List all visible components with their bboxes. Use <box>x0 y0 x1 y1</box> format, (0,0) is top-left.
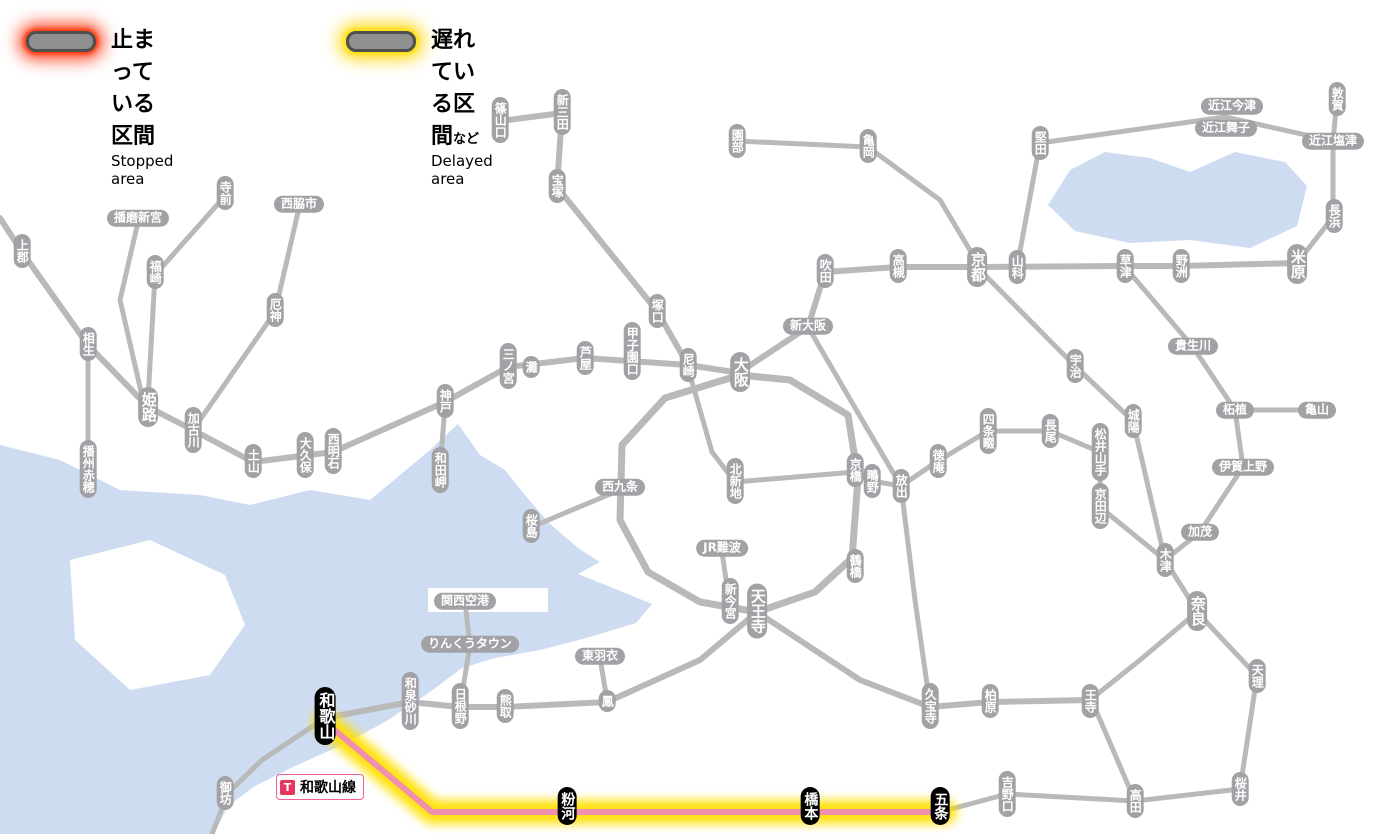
delayed-line-sample-icon <box>346 31 416 52</box>
rail-line <box>190 205 302 433</box>
rail-line <box>597 655 610 703</box>
rail-line <box>1092 705 1138 804</box>
rail-line <box>117 219 146 403</box>
rail-line <box>1014 114 1336 270</box>
rail-line <box>734 138 980 265</box>
line-symbol-icon: T <box>280 779 295 795</box>
legend-stopped: 止まっている区間 Stopped area <box>26 22 173 188</box>
water-area <box>0 424 652 834</box>
rail-line <box>145 193 228 403</box>
delayed-line-segment[interactable] <box>322 719 948 815</box>
rail-line <box>616 371 862 616</box>
rail-line <box>974 264 1168 563</box>
rail-line <box>805 324 933 708</box>
legend-delayed-text: 遅れている区間など Delayed area <box>431 22 493 188</box>
rail-line <box>1132 609 1260 804</box>
island-landmass <box>428 588 548 612</box>
line-name: 和歌山線 <box>300 780 356 796</box>
rail-line <box>529 487 623 530</box>
island-landmass <box>70 540 245 690</box>
water-area <box>1048 152 1307 248</box>
rail-line <box>0 215 151 410</box>
rail-line <box>685 365 858 485</box>
rail-line <box>209 715 328 834</box>
stopped-sublabel: Stopped area <box>111 152 174 188</box>
delayed-label: 遅れている区間など <box>431 28 480 149</box>
rail-line <box>719 549 732 603</box>
stopped-label: 止まっている区間 <box>111 28 156 149</box>
rail-line <box>1087 609 1200 703</box>
legend-delayed: 遅れている区間など Delayed area <box>346 22 493 188</box>
rail-line <box>1162 407 1246 563</box>
legend-stopped-text: 止まっている区間 Stopped area <box>111 22 173 188</box>
rail-line <box>1162 557 1200 614</box>
rail-line <box>1294 96 1340 266</box>
stopped-line-sample-icon <box>26 31 96 52</box>
rail-line <box>497 110 691 368</box>
rail-line <box>1122 264 1238 413</box>
rail-line <box>737 264 980 375</box>
rail-line <box>937 791 1138 815</box>
wakayama-line-badge[interactable]: T 和歌山線 <box>276 774 364 800</box>
delayed-sublabel: Delayed area <box>431 152 493 188</box>
rail-line <box>974 260 1300 270</box>
delayed-label-suffix: など <box>453 132 480 147</box>
